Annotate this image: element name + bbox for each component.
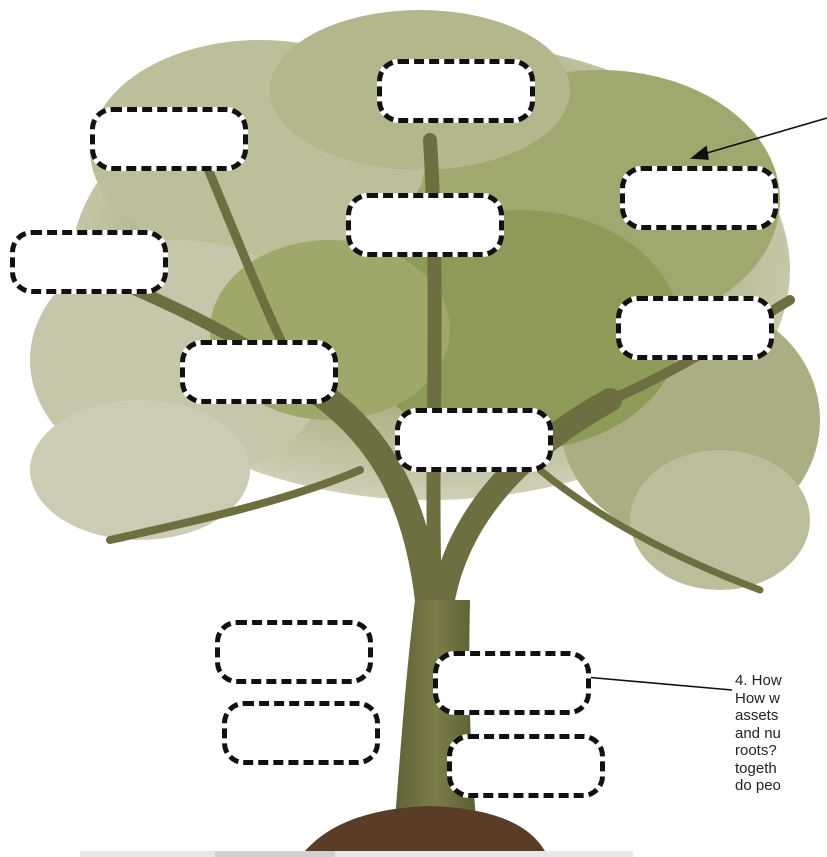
blank-label-box[interactable] [346,193,504,257]
horizontal-scrollbar[interactable] [80,851,633,857]
blank-label-box[interactable] [10,230,168,294]
blank-label-box[interactable] [447,734,605,798]
question-line: How w [735,689,781,707]
scrollbar-thumb[interactable] [215,851,335,857]
blank-label-box[interactable] [215,620,373,684]
soil-mound [300,806,548,857]
blank-label-box[interactable] [620,166,778,230]
question-line: and nu [735,724,781,742]
blank-label-box[interactable] [180,340,338,404]
blank-label-box[interactable] [395,408,553,472]
blank-label-box[interactable] [90,107,248,171]
blank-label-box[interactable] [616,296,774,360]
blank-label-box[interactable] [433,651,591,715]
question-line: assets [735,707,779,724]
question-text: 4. How How w assets and nu roots? togeth… [735,672,827,795]
question-line: roots? [735,742,777,759]
question-line: do peo [735,777,781,794]
blank-label-box[interactable] [377,59,535,123]
question-line: 4. How [735,672,782,689]
question-line: togeth [735,759,777,777]
blank-label-box[interactable] [222,701,380,765]
